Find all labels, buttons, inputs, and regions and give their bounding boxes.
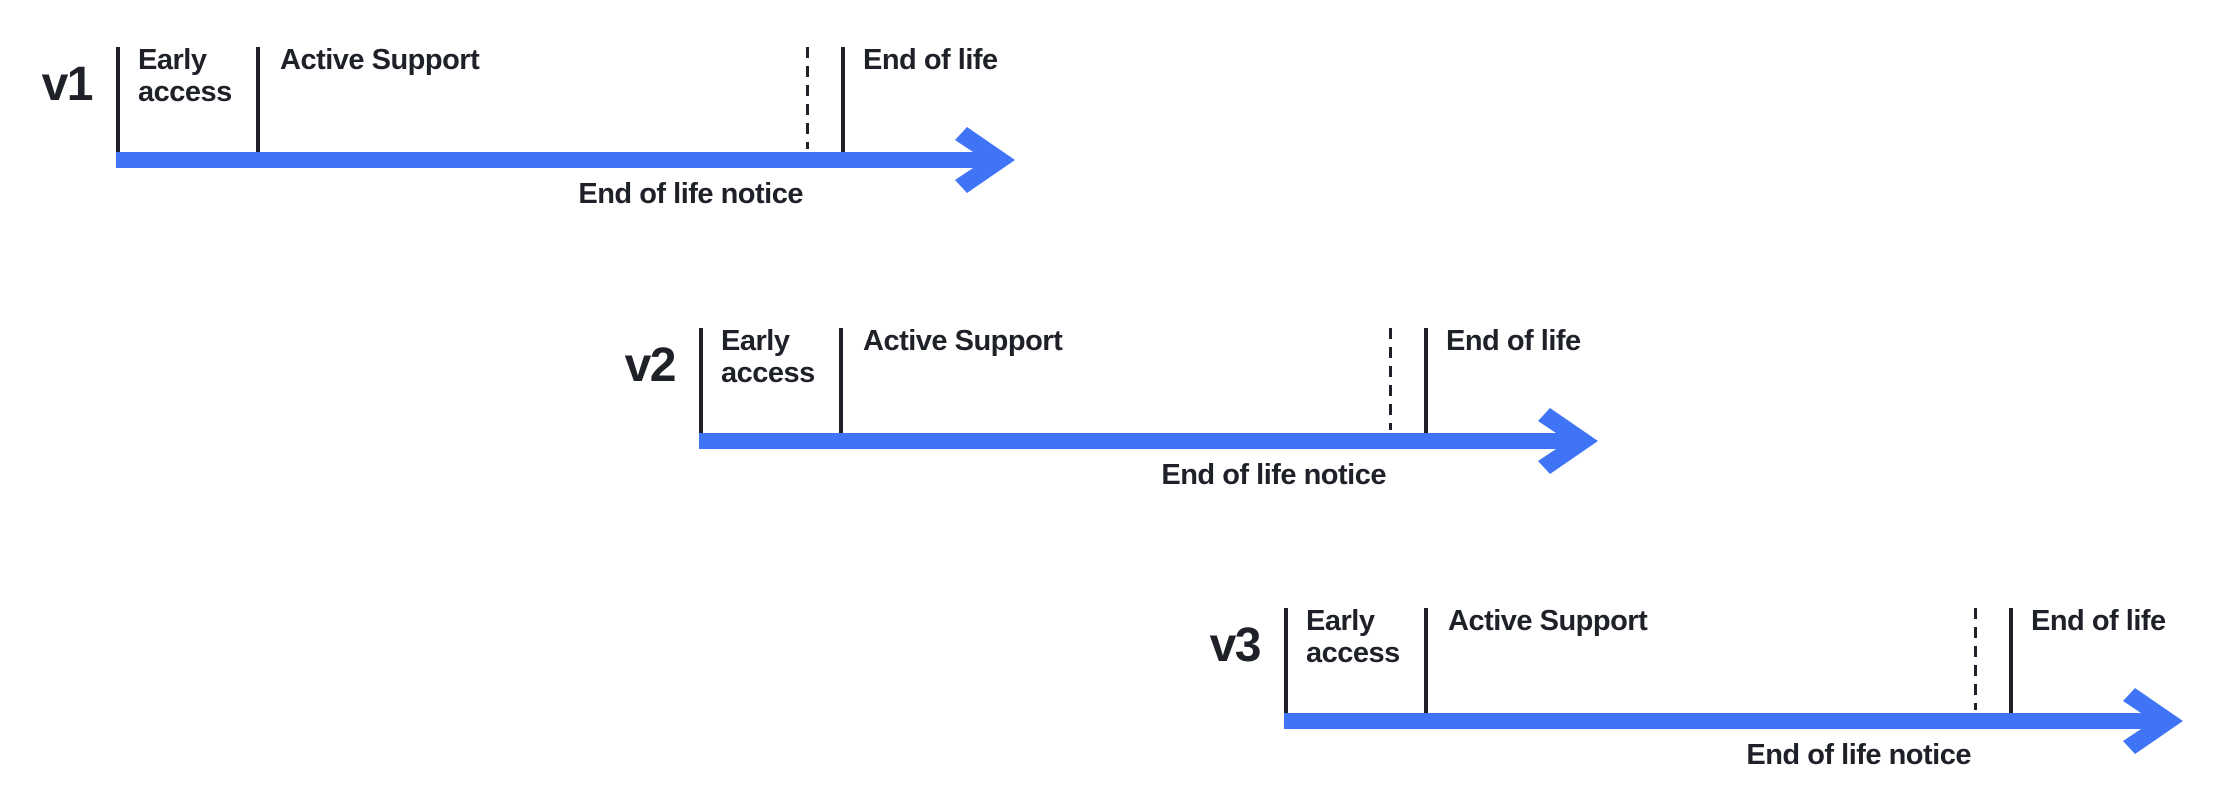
end-of-life-label: End of life [863, 44, 998, 76]
end-of-life-notice-label: End of life notice [1161, 459, 1386, 491]
end-of-life-tick [841, 47, 845, 152]
early-access-label: Early access [138, 44, 232, 108]
timeline-arrow [1284, 688, 2183, 754]
arrow-head-icon [2123, 688, 2183, 754]
arrow-shaft [116, 152, 990, 168]
early-access-end-tick [839, 328, 843, 433]
arrow-shaft [699, 433, 1573, 449]
version-label: v1 [41, 58, 94, 111]
timeline-arrow [116, 127, 1015, 193]
version-timeline-row: v3 Early access Active Support End of li… [1166, 605, 2211, 798]
timeline-start-tick [699, 328, 703, 433]
timeline-start-tick [116, 47, 120, 152]
eol-notice-dashed-line [1974, 608, 1977, 710]
end-of-life-notice-label: End of life notice [1746, 739, 1971, 771]
arrow-shaft [1284, 713, 2158, 729]
early-access-label: Early access [1306, 605, 1400, 669]
end-of-life-label: End of life [2031, 605, 2166, 637]
early-access-end-tick [1424, 608, 1428, 713]
end-of-life-label: End of life [1446, 325, 1581, 357]
timeline-arrow [699, 408, 1598, 474]
version-label: v2 [624, 339, 677, 392]
end-of-life-notice-label: End of life notice [578, 178, 803, 210]
version-timeline-row: v2 Early access Active Support End of li… [581, 325, 1626, 518]
end-of-life-tick [1424, 328, 1428, 433]
timeline-start-tick [1284, 608, 1288, 713]
version-timeline-row: v1 Early access Active Support End of li… [0, 44, 1043, 237]
arrow-head-icon [1538, 408, 1598, 474]
eol-notice-dashed-line [1389, 328, 1392, 430]
arrow-head-icon [955, 127, 1015, 193]
active-support-label: Active Support [280, 44, 480, 76]
early-access-end-tick [256, 47, 260, 152]
early-access-label: Early access [721, 325, 815, 389]
active-support-label: Active Support [1448, 605, 1648, 637]
eol-notice-dashed-line [806, 47, 809, 149]
active-support-label: Active Support [863, 325, 1063, 357]
version-label: v3 [1209, 619, 1262, 672]
end-of-life-tick [2009, 608, 2013, 713]
